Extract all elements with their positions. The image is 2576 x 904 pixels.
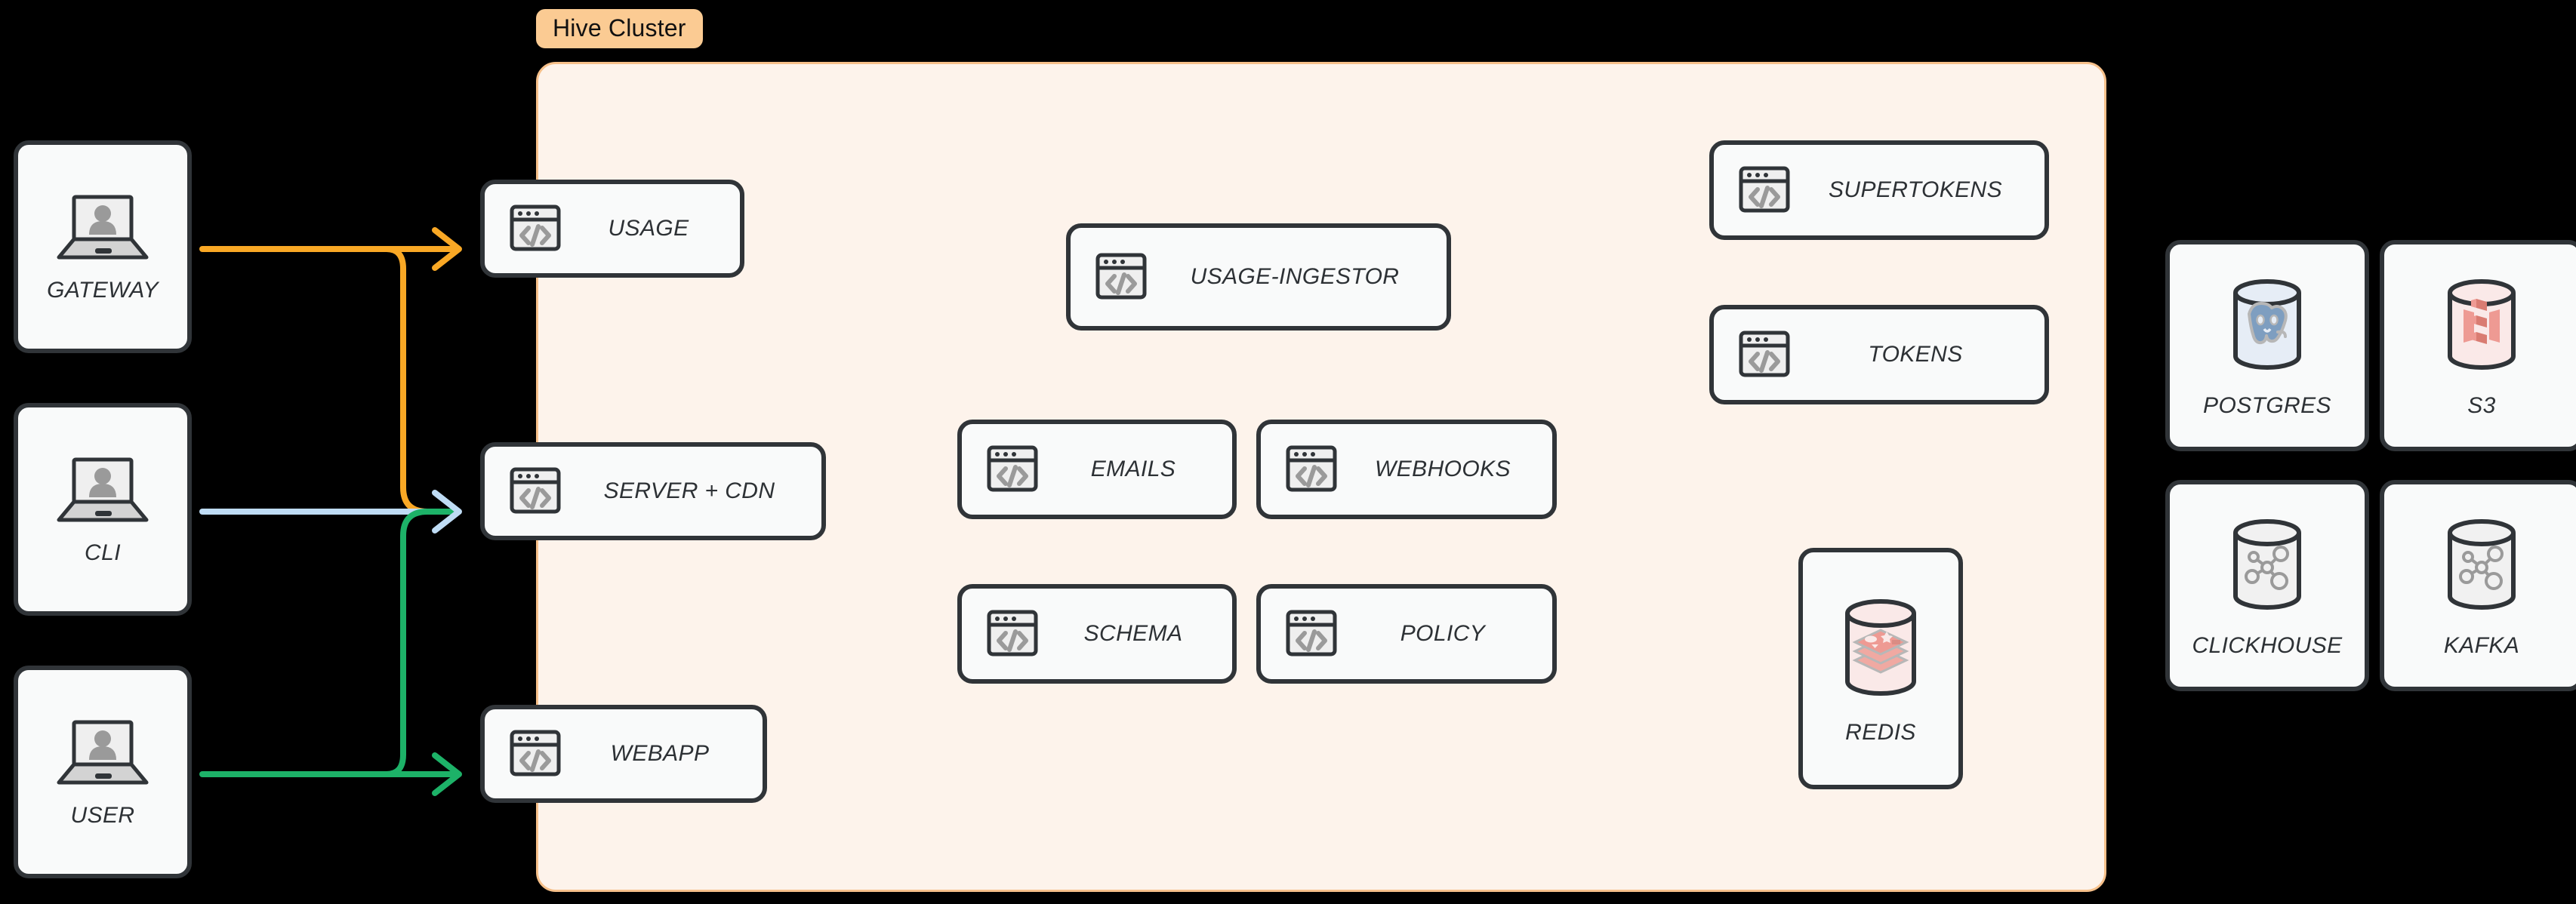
datastore-node-s3[interactable]: S3: [2380, 240, 2576, 451]
code-window-icon: [1283, 440, 1339, 500]
service-node-supertokens[interactable]: SUPERTOKENS: [1709, 140, 2049, 240]
wire-gateway-branch-down: [374, 246, 456, 515]
code-window-icon: [507, 199, 563, 259]
service-label-usage: USAGE: [608, 216, 689, 241]
postgres-cylinder-icon: [2217, 273, 2317, 380]
service-label-webhooks: WEBHOOKS: [1375, 457, 1511, 481]
laptop-user-icon: [54, 191, 151, 267]
wire-user-branch-up: [374, 509, 456, 777]
arrowhead-webapp: [432, 752, 462, 796]
laptop-user-icon: [54, 716, 151, 792]
arrowhead-usage: [432, 227, 462, 271]
service-label-tokens: TOKENS: [1868, 342, 1963, 367]
code-window-icon: [984, 440, 1040, 500]
client-node-cli[interactable]: CLI: [14, 403, 192, 616]
network-cylinder-icon: [2217, 513, 2317, 620]
service-node-server-cdn[interactable]: SERVER + CDN: [480, 442, 826, 540]
service-node-tokens[interactable]: TOKENS: [1709, 305, 2049, 404]
datastore-label-kafka: KAFKA: [2443, 632, 2520, 658]
service-label-policy: POLICY: [1400, 621, 1486, 646]
service-node-schema[interactable]: SCHEMA: [957, 584, 1237, 684]
service-node-webhooks[interactable]: WEBHOOKS: [1256, 420, 1557, 519]
service-node-emails[interactable]: EMAILS: [957, 420, 1237, 519]
datastore-node-clickhouse[interactable]: CLICKHOUSE: [2165, 480, 2369, 691]
service-node-policy[interactable]: POLICY: [1256, 584, 1557, 684]
datastore-label-postgres: POSTGRES: [2203, 392, 2331, 418]
service-label-webapp: WEBAPP: [610, 741, 710, 766]
service-label-supertokens: SUPERTOKENS: [1828, 177, 2003, 202]
datastore-node-postgres[interactable]: POSTGRES: [2165, 240, 2369, 451]
datastore-node-redis[interactable]: REDIS: [1798, 548, 1963, 789]
client-label-gateway: GATEWAY: [47, 277, 159, 303]
client-label-user: USER: [70, 802, 135, 828]
datastore-node-kafka[interactable]: KAFKA: [2380, 480, 2576, 691]
code-window-icon: [1283, 604, 1339, 664]
service-node-usage[interactable]: USAGE: [480, 180, 744, 278]
s3-cylinder-icon: [2432, 273, 2531, 380]
redis-cylinder-icon: [1831, 592, 1930, 706]
code-window-icon: [507, 724, 563, 784]
network-cylinder-icon: [2432, 513, 2531, 620]
client-label-cli: CLI: [85, 540, 121, 565]
code-window-icon: [984, 604, 1040, 664]
datastore-label-s3: S3: [2467, 392, 2496, 418]
code-window-icon: [507, 462, 563, 521]
code-window-icon: [1093, 248, 1149, 307]
arrowhead-server-cdn: [432, 490, 462, 533]
client-node-user[interactable]: USER: [14, 666, 192, 878]
datastore-label-redis: REDIS: [1845, 719, 1916, 745]
service-node-webapp[interactable]: WEBAPP: [480, 705, 767, 803]
code-window-icon: [1736, 325, 1792, 385]
service-label-server-cdn: SERVER + CDN: [603, 478, 775, 503]
service-label-emails: EMAILS: [1090, 457, 1176, 481]
laptop-user-icon: [54, 454, 151, 530]
datastore-label-clickhouse: CLICKHOUSE: [2192, 632, 2343, 658]
service-label-usage-ingestor: USAGE-INGESTOR: [1190, 264, 1400, 289]
cluster-badge: Hive Cluster: [536, 9, 703, 48]
code-window-icon: [1736, 161, 1792, 220]
service-node-usage-ingestor[interactable]: USAGE-INGESTOR: [1066, 223, 1451, 331]
client-node-gateway[interactable]: GATEWAY: [14, 140, 192, 353]
service-label-schema: SCHEMA: [1083, 621, 1183, 646]
